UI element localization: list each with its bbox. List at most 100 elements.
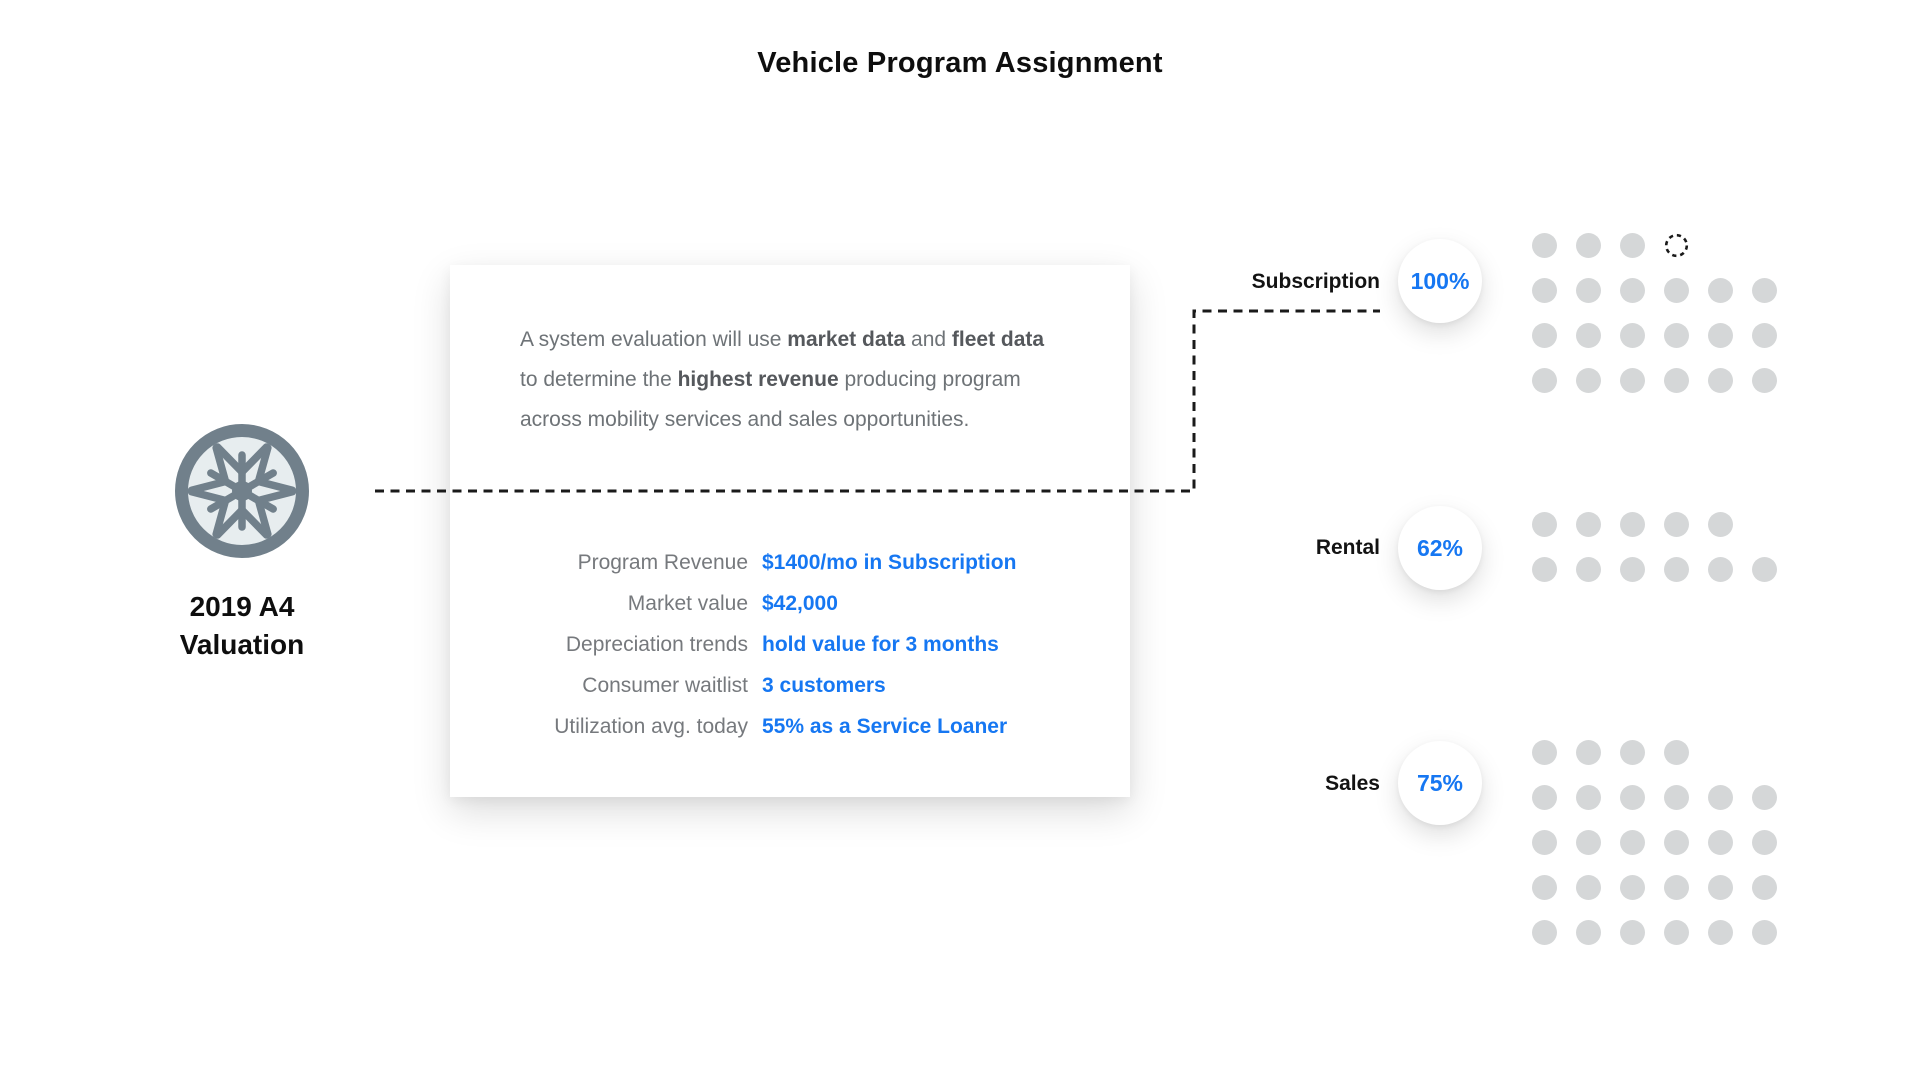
spec-list: Program Revenue $1400/mo in Subscription… <box>450 542 1130 747</box>
dot-row <box>1532 323 1777 348</box>
program-dot <box>1664 323 1689 348</box>
spec-row: Consumer waitlist 3 customers <box>450 665 1130 706</box>
program-dot <box>1620 278 1645 303</box>
evaluation-card: A system evaluation will use market data… <box>450 265 1130 797</box>
spec-value: hold value for 3 months <box>762 632 999 656</box>
program-dot <box>1620 323 1645 348</box>
paragraph-segment: producing program <box>838 368 1021 391</box>
program-dot <box>1532 557 1557 582</box>
dot-row <box>1532 368 1777 393</box>
program-dot <box>1708 875 1733 900</box>
spec-row: Utilization avg. today 55% as a Service … <box>450 706 1130 747</box>
program-dot <box>1532 920 1557 945</box>
program-dot <box>1532 323 1557 348</box>
program-dot <box>1708 830 1733 855</box>
program-dot <box>1576 512 1601 537</box>
program-label-rental: Rental <box>1315 536 1380 559</box>
program-dot <box>1708 278 1733 303</box>
dot-grid-sales <box>1532 740 1777 965</box>
program-dot <box>1752 368 1777 393</box>
program-dot <box>1708 368 1733 393</box>
program-dot <box>1664 740 1689 765</box>
dashed-slot-icon <box>1664 233 1689 258</box>
program-dot <box>1664 557 1689 582</box>
spec-row: Market value $42,000 <box>450 583 1130 624</box>
program-dot <box>1532 233 1557 258</box>
spec-label: Utilization avg. today <box>554 714 748 738</box>
program-label-subscription: Subscription <box>1251 270 1380 293</box>
program-dot <box>1620 233 1645 258</box>
program-dot <box>1532 785 1557 810</box>
vehicle-name: 2019 A4 Valuation <box>92 588 392 664</box>
paragraph-segment: highest revenue <box>677 368 839 391</box>
program-dot <box>1708 323 1733 348</box>
dot-row <box>1532 740 1777 765</box>
spec-value: 55% as a Service Loaner <box>762 714 1008 738</box>
paragraph-segment: to determine the <box>520 368 678 391</box>
program-dot <box>1576 875 1601 900</box>
spec-label: Program Revenue <box>577 550 748 574</box>
wheel-icon <box>175 424 309 558</box>
dot-row <box>1532 875 1777 900</box>
program-dot <box>1664 512 1689 537</box>
spec-label: Market value <box>627 591 748 615</box>
program-dot <box>1532 278 1557 303</box>
program-pct-rental: 62% <box>1398 506 1482 590</box>
dot-row <box>1532 512 1777 537</box>
program-dot <box>1752 875 1777 900</box>
vehicle-name-line1: 2019 A4 <box>189 591 295 622</box>
program-dot <box>1532 740 1557 765</box>
program-dot <box>1576 740 1601 765</box>
program-dot <box>1664 875 1689 900</box>
spec-value: $1400/mo in Subscription <box>762 550 1017 574</box>
paragraph-segment: fleet data <box>951 328 1045 351</box>
dot-grid-subscription <box>1532 233 1777 413</box>
program-dot <box>1708 512 1733 537</box>
program-dot <box>1664 785 1689 810</box>
program-dot <box>1576 557 1601 582</box>
program-dot <box>1664 920 1689 945</box>
program-dot <box>1576 278 1601 303</box>
spec-label: Consumer waitlist <box>582 673 748 697</box>
program-dot <box>1576 368 1601 393</box>
program-pct-subscription: 100% <box>1398 239 1482 323</box>
program-dot <box>1752 323 1777 348</box>
evaluation-description: A system evaluation will use market data… <box>520 320 1085 440</box>
program-dot <box>1620 557 1645 582</box>
dot-row <box>1532 233 1777 258</box>
dot-row <box>1532 830 1777 855</box>
program-label-sales: Sales <box>1325 772 1380 795</box>
program-dot <box>1664 368 1689 393</box>
program-dot <box>1752 920 1777 945</box>
pct-value: 62% <box>1416 534 1464 561</box>
program-dot <box>1752 830 1777 855</box>
dot-row <box>1532 920 1777 945</box>
spec-value: 3 customers <box>762 673 886 697</box>
dot-row <box>1532 557 1777 582</box>
spec-row: Depreciation trends hold value for 3 mon… <box>450 624 1130 665</box>
page-title: Vehicle Program Assignment <box>757 47 1163 79</box>
pct-value: 75% <box>1416 769 1464 796</box>
dot-grid-rental <box>1532 512 1777 602</box>
program-pct-sales: 75% <box>1398 741 1482 825</box>
program-dot <box>1576 785 1601 810</box>
program-dot <box>1752 557 1777 582</box>
program-dot <box>1532 875 1557 900</box>
program-dot <box>1664 278 1689 303</box>
program-dot <box>1532 830 1557 855</box>
pct-value: 100% <box>1410 267 1470 294</box>
paragraph-segment: A system evaluation will use <box>520 328 788 351</box>
program-dot <box>1532 368 1557 393</box>
vehicle-name-line2: Valuation <box>179 629 305 660</box>
program-dot <box>1620 512 1645 537</box>
paragraph-segment: market data <box>787 328 906 351</box>
program-dot <box>1708 557 1733 582</box>
spec-value: $42,000 <box>762 591 838 615</box>
spec-row: Program Revenue $1400/mo in Subscription <box>450 542 1130 583</box>
program-dot <box>1620 830 1645 855</box>
program-dot <box>1620 785 1645 810</box>
program-dot <box>1708 920 1733 945</box>
program-dot <box>1576 323 1601 348</box>
program-dot <box>1620 920 1645 945</box>
